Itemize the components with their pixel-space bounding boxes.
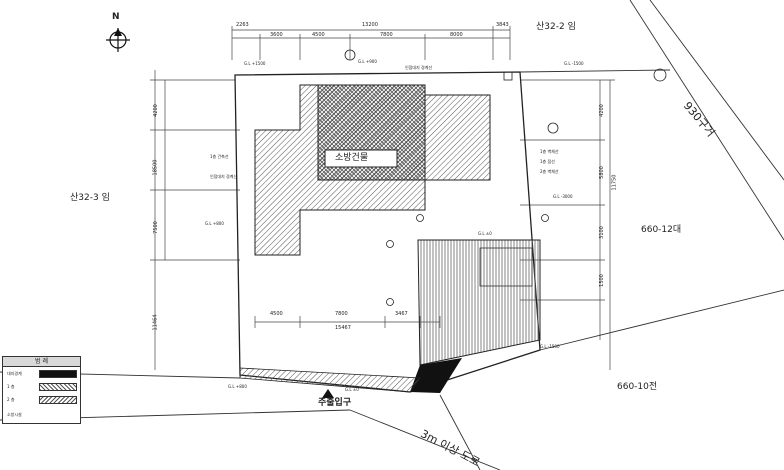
dimension-right: 3100 [598,226,605,239]
annotation-note: 인접대지 경계선 [210,174,238,179]
dimension-bottom-segment: 4500 [270,311,283,317]
annotation-note: 인접대지 경계선 [405,65,433,70]
dimension-bottom-overall: 15467 [335,325,351,331]
dimension-right: 4200 [598,104,605,117]
elevation-label: G.L -3000 [553,194,573,199]
legend-title: 범 례 [3,357,80,367]
lot-label-left: 산32-3 임 [70,193,110,203]
elevation-label: G.L ±0 [478,231,492,236]
dimension-right: 1500 [598,274,605,287]
elevation-label: G.L -1500 [540,344,560,349]
legend-swatch-1f [39,383,77,391]
dimension-bottom-segment: 7800 [335,311,348,317]
dimension-left: 7500 [152,221,159,234]
building-name-box [324,149,398,168]
legend-row-label: 1 층 [7,384,15,389]
annotation-note: 1층 벽체선 [540,149,559,154]
elevation-label: G.L +800 [228,384,247,389]
dimension-top-overall: 13200 [362,22,378,28]
dimension-top-segment: 8000 [450,32,463,38]
entrance-marker [322,389,334,398]
elevation-label: G.L ±0 [345,387,359,392]
entrance-wedge [410,358,462,393]
dimension-left: 11464 [152,314,159,331]
dimension-top-left-offset: 2263 [236,22,249,28]
dimension-top-segment: 3600 [270,32,283,38]
legend: 범 례 대지경계 1 층 2 층 소방시설 [2,356,81,424]
annotation-note: 2층 벽체선 [540,169,559,174]
front-setback-strip [239,367,421,393]
parking-area [417,239,541,366]
legend-swatch-2f [39,396,77,404]
elevation-label: G.L +900 [358,59,377,64]
legend-row-label: 대지경계 [7,371,22,376]
dimension-right: 11750 [611,174,618,191]
dimension-top-segment: 4500 [312,32,325,38]
building-name-label: 소방건물 [335,153,369,163]
top-dimension-lines [231,26,511,60]
annotation-note: 1층 점선 [540,159,555,164]
elevation-label: G.L +800 [205,221,224,226]
elevation-label: G.L -1500 [564,61,584,66]
dimension-bottom-segment: 3467 [395,311,408,317]
left-dimension-lines [150,70,240,370]
legend-row-label: 2 층 [7,397,15,402]
elevation-label: G.L +1500 [244,61,266,66]
lot-label-top-right: 산32-2 임 [536,22,576,32]
dimension-right: 5800 [598,166,605,179]
survey-markers [344,49,667,306]
entrance-label: 주출입구 [318,398,352,408]
site-boundary [234,71,541,393]
dimension-left: 18500 [152,159,159,176]
dimension-top-right-offset: 3843 [496,22,509,28]
dimension-top-segment: 7800 [380,32,393,38]
annotation-note: 1층 건축선 [210,154,229,159]
lot-label-east-upper: 660-12대 [641,225,682,235]
lot-label-east-lower: 660-10전 [617,382,658,392]
north-arrow [106,28,130,52]
north-label: N [112,12,120,22]
legend-note: 소방시설 [7,412,22,417]
parking-inner-box [479,247,533,287]
dimension-left: 4200 [152,104,159,117]
legend-swatch-boundary [39,370,77,378]
